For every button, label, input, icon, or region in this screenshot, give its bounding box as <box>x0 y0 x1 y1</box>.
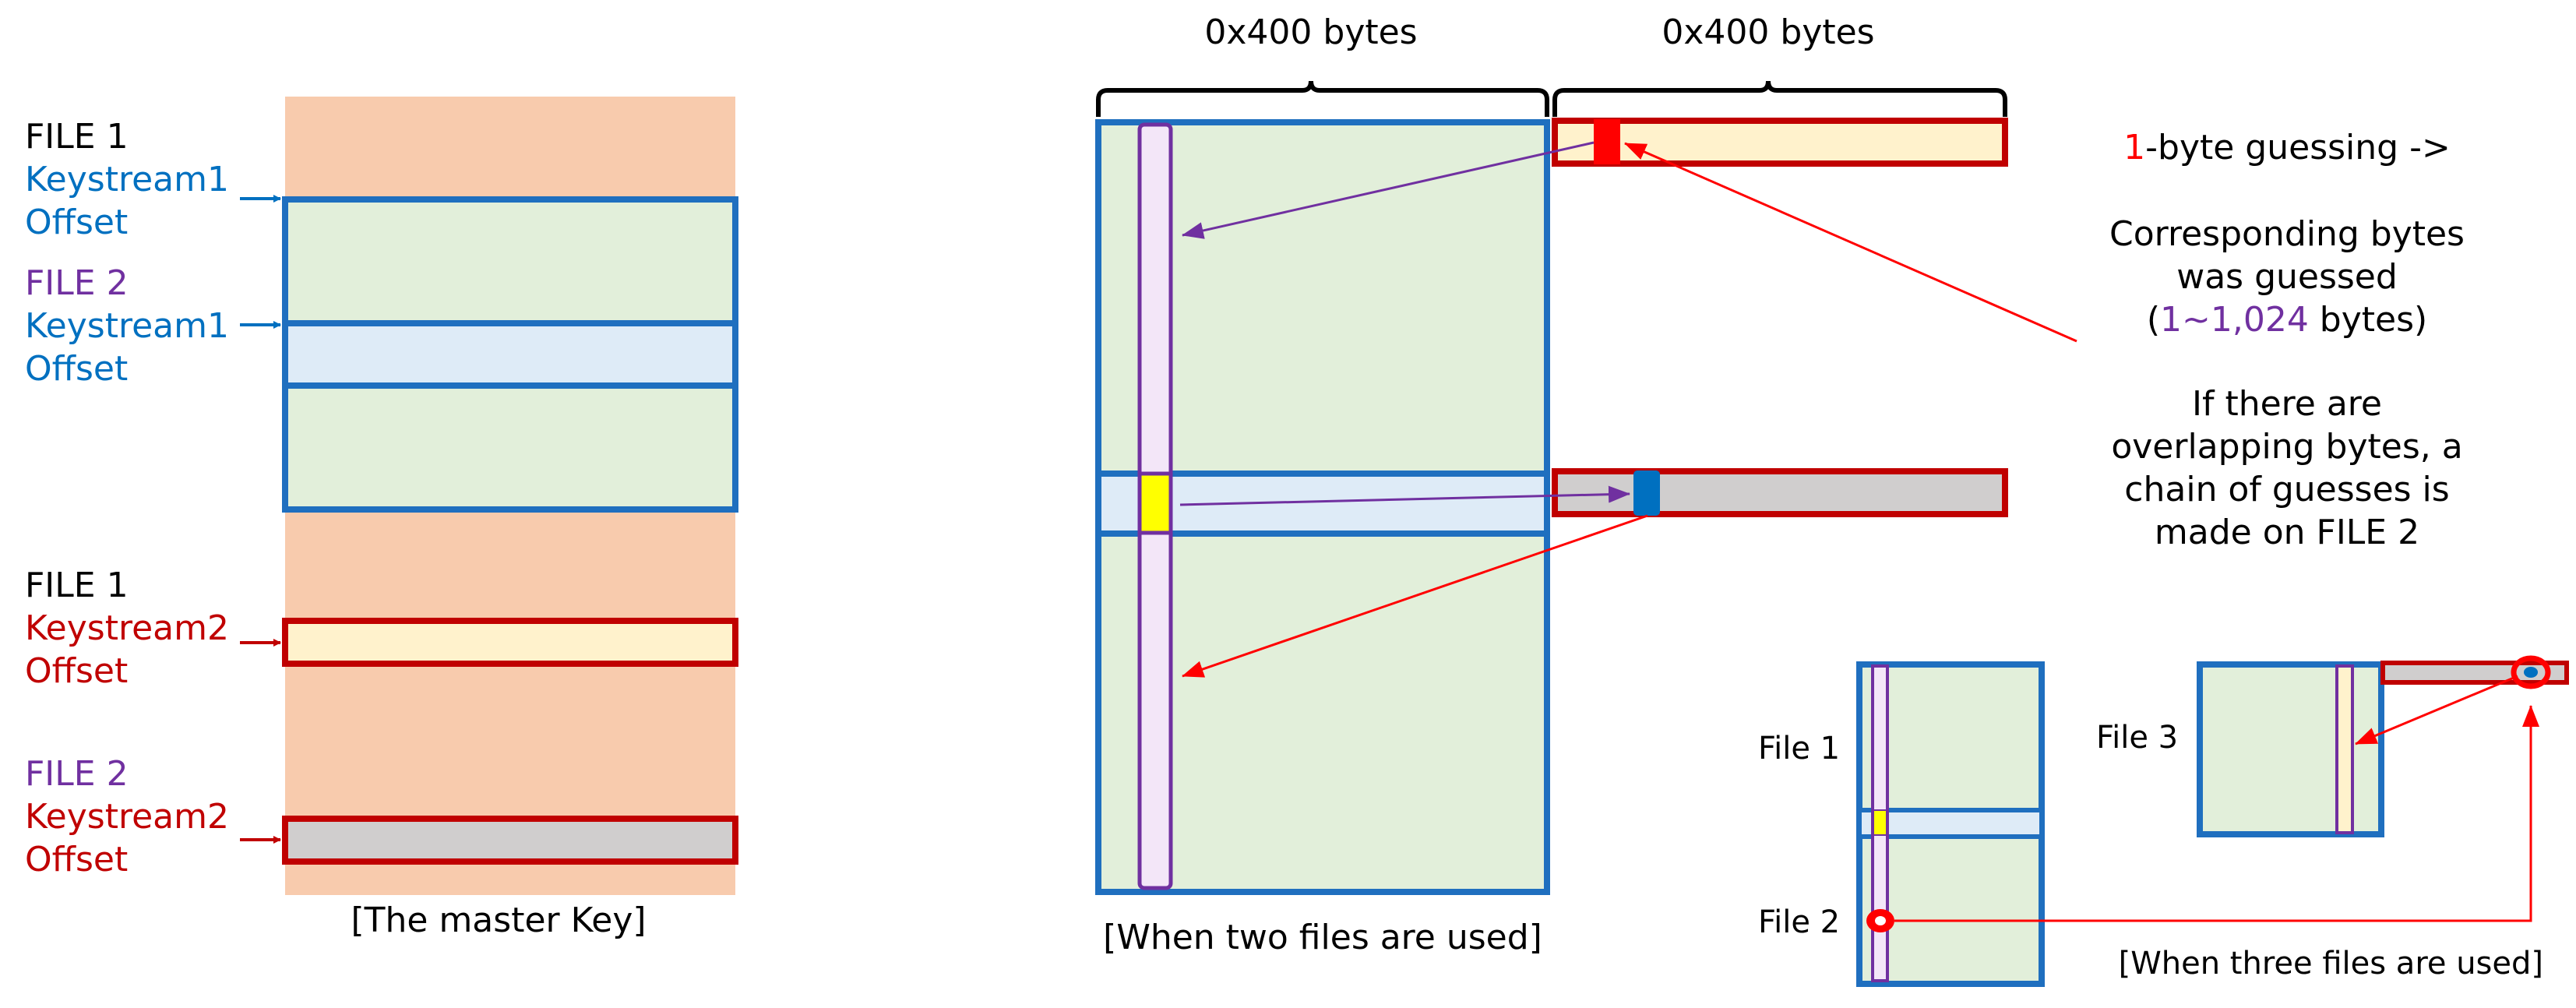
callout-line <box>1624 142 2077 343</box>
brace-left <box>1096 80 1549 117</box>
master-key-section: FILE 1 Keystream1 Offset FILE 2 Keystrea… <box>25 97 738 940</box>
keystream1-label: Keystream1 <box>25 306 229 346</box>
keystream2-file1-bar <box>282 618 738 667</box>
overlap-byte-marker <box>1137 471 1173 535</box>
explanation-para2-line4: made on FILE 2 <box>2155 513 2419 552</box>
explanation-para2-line2: overlapping bytes, a <box>2111 427 2462 467</box>
three-files-caption: [When three files are used] <box>2119 946 2543 982</box>
explanation-line3: was guessed <box>2176 257 2398 297</box>
guessed-byte-marker <box>1594 119 1620 164</box>
offset-label: Offset <box>25 651 128 691</box>
file2-label: FILE 2 <box>25 754 129 794</box>
file2-keystream1-label: FILE 2 Keystream1 Offset <box>25 263 229 389</box>
file1-label: File 1 <box>1758 731 1840 767</box>
file2-offset-band <box>1095 471 1550 537</box>
three-file-chain-line <box>1894 705 2539 922</box>
offset-label: Offset <box>25 349 128 389</box>
explanation-line4: (1~1,024 bytes) <box>2147 300 2427 340</box>
keystream2-file2-bar <box>282 816 738 865</box>
file1-label: FILE 1 <box>25 117 129 157</box>
file1-label: FILE 1 <box>25 566 129 605</box>
three-file-arrow-to-file3 <box>2355 675 2518 745</box>
brace-right-label: 0x400 bytes <box>1662 12 1874 52</box>
two-files-caption: [When two files are used] <box>1103 918 1542 957</box>
two-files-section: 0x400 bytes 0x400 bytes [When two files … <box>1095 12 2077 957</box>
file2-keystream2-label: FILE 2 Keystream2 Offset <box>25 754 229 879</box>
offset-label: Offset <box>25 840 128 879</box>
master-key-caption: [The master Key] <box>351 901 646 940</box>
file2-label: File 2 <box>1758 904 1840 940</box>
brace-left-label: 0x400 bytes <box>1204 12 1417 52</box>
overlap-arrow <box>1179 485 1630 506</box>
explanation-line1: 1-byte guessing -> <box>2123 128 2451 167</box>
offset-label: Offset <box>25 203 128 242</box>
brace-right <box>1552 80 2007 117</box>
keystream2-file2-bar <box>1552 468 2008 517</box>
keystream1-file2-band <box>282 320 738 389</box>
file1-keystream2-label: FILE 1 Keystream2 Offset <box>25 566 229 691</box>
file3-byte-marker <box>2524 667 2538 678</box>
explanation-line2: Corresponding bytes <box>2109 214 2465 254</box>
file3-label: File 3 <box>2096 720 2178 756</box>
keystream1-label: Keystream1 <box>25 160 229 199</box>
explanation-para2-line3: chain of guesses is <box>2124 470 2449 509</box>
file2-target-marker-center <box>1875 916 1886 925</box>
keystream2-file1-bar <box>1552 118 2008 167</box>
guess-arrow-to-file1 <box>1182 141 1595 239</box>
keystream2-label: Keystream2 <box>25 797 229 837</box>
file3-byte-ring <box>2511 655 2551 689</box>
three-files-section: File 1 File 2 File 3 [When three files a… <box>1758 655 2569 987</box>
file1-keystream1-label: FILE 1 Keystream1 Offset <box>25 117 229 242</box>
chain-arrow-to-file1 <box>1182 514 1648 678</box>
file2-label: FILE 2 <box>25 263 129 303</box>
file3-guess-column <box>2335 664 2354 834</box>
explanation-text: 1-byte guessing -> Corresponding bytes w… <box>2109 128 2465 552</box>
file3-block <box>2197 661 2384 837</box>
file2-offset-band <box>1857 808 2044 839</box>
file3-keystream-bar <box>2380 661 2569 685</box>
overlap-byte-marker <box>1873 809 1887 836</box>
keystream2-label: Keystream2 <box>25 608 229 648</box>
explanation-para2-line1: If there are <box>2192 384 2382 424</box>
chained-byte-marker <box>1633 471 1660 516</box>
